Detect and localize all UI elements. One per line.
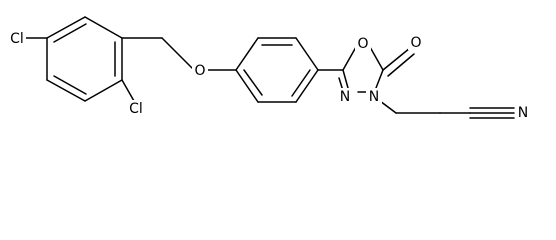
bond — [53, 75, 87, 95]
carbonyl-oxygen-atom: O — [410, 35, 421, 51]
ring-oxygen-atom: O — [357, 36, 368, 52]
molecule-drawing: Cl Cl O O O N N N — [8, 16, 531, 121]
bond — [382, 47, 411, 71]
label-background — [355, 36, 371, 52]
label-background — [192, 62, 208, 78]
chlorine-atom-top: Cl — [10, 31, 24, 47]
ring-nitrogen-atom-n4: N — [340, 89, 350, 105]
bond — [84, 79, 123, 102]
chlorine-atom-bottom: Cl — [129, 101, 143, 117]
label-background — [366, 88, 382, 104]
bond — [387, 53, 415, 77]
label-background — [127, 100, 145, 116]
label-background — [8, 30, 26, 46]
label-background — [337, 88, 353, 104]
atom-labels: Cl Cl O O O N N N — [8, 30, 531, 121]
label-background — [515, 104, 531, 120]
bond — [295, 37, 319, 71]
bond — [342, 46, 357, 71]
structure-svg: Cl Cl O O O N N N — [8, 16, 531, 121]
bond — [369, 46, 384, 71]
ring-nitrogen-atom-n3: N — [369, 89, 379, 105]
bond — [161, 37, 195, 71]
bond — [375, 69, 384, 89]
bond — [235, 37, 259, 71]
label-background — [408, 34, 424, 50]
bond — [46, 16, 86, 39]
phenylene-ring — [235, 37, 319, 103]
bond — [235, 69, 259, 103]
dichlorophenyl-ring — [46, 16, 123, 102]
nitrile-nitrogen-atom: N — [518, 105, 528, 121]
bond — [53, 23, 87, 43]
ether-oxygen-atom: O — [194, 63, 205, 79]
bond — [342, 69, 349, 89]
bond — [291, 69, 311, 97]
bond — [295, 69, 319, 103]
bond — [243, 69, 263, 96]
bond — [84, 16, 123, 39]
oxadiazolone-ring — [338, 46, 384, 95]
bond — [46, 79, 86, 102]
bond — [121, 79, 135, 102]
